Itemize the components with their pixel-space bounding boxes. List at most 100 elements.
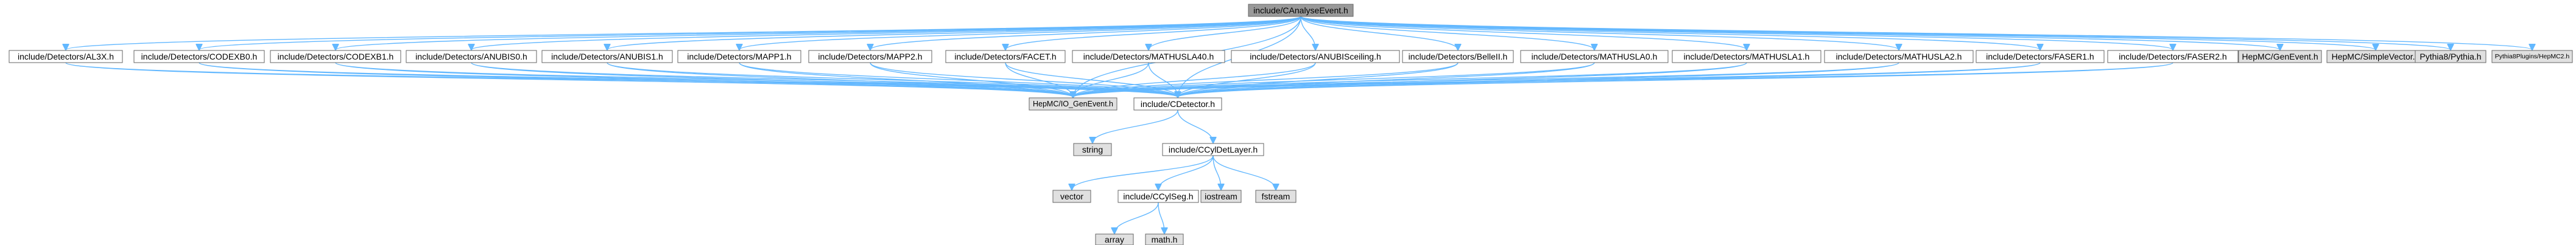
edge-mathusla1-to-hepmc_io: [1073, 62, 1747, 97]
edge-ccyldetlayer-to-fstream: [1212, 155, 1276, 190]
edge-layer: [66, 16, 2532, 233]
node-anubis1[interactable]: include/Detectors/ANUBIS1.h: [541, 50, 673, 63]
node-al3x[interactable]: include/Detectors/AL3X.h: [9, 50, 123, 63]
edge-mapp2-to-hepmc_io: [870, 62, 1073, 97]
node-ccylseg[interactable]: include/CCylSeg.h: [1117, 190, 1199, 203]
node-box-anubis1: [541, 50, 673, 63]
edge-root-to-faser2: [1300, 16, 2173, 50]
node-box-faser1: [1976, 50, 2105, 63]
node-label-pythia: Pythia8/Pythia.h: [2419, 52, 2481, 61]
node-label-anubisceiling: include/Detectors/ANUBISceiling.h: [1250, 52, 1381, 61]
node-label-facet: include/Detectors/FACET.h: [954, 52, 1056, 61]
node-label-ccyldetlayer: include/CCylDetLayer.h: [1169, 145, 1258, 154]
node-label-mathusla40: include/Detectors/MATHUSLA40.h: [1083, 52, 1214, 61]
node-hepmc_genevent: HepMC/GenEvent.h: [2238, 50, 2322, 63]
node-hepmc_simplevector: HepMC/SimpleVector.h: [2326, 50, 2425, 63]
node-box-mapp1: [677, 50, 801, 63]
edge-faser2-to-cdetector: [1178, 62, 2173, 97]
node-ccyldetlayer[interactable]: include/CCylDetLayer.h: [1162, 143, 1264, 156]
node-string: string: [1073, 143, 1112, 156]
node-box-belle2: [1402, 50, 1514, 63]
node-box-mathusla40: [1072, 50, 1225, 63]
node-box-anubisceiling: [1231, 50, 1400, 63]
node-mapp1[interactable]: include/Detectors/MAPP1.h: [677, 50, 801, 63]
node-mathusla2[interactable]: include/Detectors/MATHUSLA2.h: [1824, 50, 1974, 63]
node-box-pythia: [2415, 50, 2486, 63]
node-mathusla0[interactable]: include/Detectors/MATHUSLA0.h: [1520, 50, 1669, 63]
node-faser1[interactable]: include/Detectors/FASER1.h: [1976, 50, 2105, 63]
edge-codexb1-to-hepmc_io: [335, 62, 1073, 97]
node-anubisceiling[interactable]: include/Detectors/ANUBISceiling.h: [1231, 50, 1400, 63]
node-box-codexb1: [270, 50, 401, 63]
node-label-belle2: include/Detectors/BelleII.h: [1409, 52, 1508, 61]
edge-ccylseg-to-array: [1114, 202, 1159, 233]
edge-root-to-al3x: [66, 16, 1301, 50]
edge-anubis0-to-hepmc_io: [471, 62, 1073, 97]
node-label-fstream: fstream: [1262, 192, 1290, 201]
edge-mathusla0-to-cdetector: [1178, 62, 1595, 97]
node-fstream: fstream: [1255, 190, 1297, 203]
node-facet[interactable]: include/Detectors/FACET.h: [945, 50, 1066, 63]
node-label-string: string: [1082, 145, 1103, 154]
node-label-mapp2: include/Detectors/MAPP2.h: [818, 52, 922, 61]
edge-mathusla0-to-hepmc_io: [1073, 62, 1595, 97]
node-mapp2[interactable]: include/Detectors/MAPP2.h: [808, 50, 932, 63]
node-label-mathusla1: include/Detectors/MATHUSLA1.h: [1684, 52, 1810, 61]
edge-cdetector-to-ccyldetlayer: [1177, 109, 1213, 143]
node-box-faser2: [2107, 50, 2239, 63]
node-faser2[interactable]: include/Detectors/FASER2.h: [2107, 50, 2239, 63]
edge-ccylseg-to-mathh: [1158, 202, 1164, 233]
node-codexb0[interactable]: include/Detectors/CODEXB0.h: [133, 50, 265, 63]
node-cdetector[interactable]: include/CDetector.h: [1133, 97, 1222, 111]
edge-cdetector-to-string: [1093, 109, 1178, 143]
edge-anubis1-to-hepmc_io: [607, 62, 1073, 97]
edge-root-to-codexb1: [336, 16, 1301, 50]
node-mathusla40[interactable]: include/Detectors/MATHUSLA40.h: [1072, 50, 1225, 63]
node-belle2[interactable]: include/Detectors/BelleII.h: [1402, 50, 1514, 63]
edge-root-to-facet: [1005, 16, 1301, 50]
node-label-pythia_hepmc2: Pythia8Plugins/HepMC2.h: [2495, 53, 2570, 60]
node-label-mapp1: include/Detectors/MAPP1.h: [687, 52, 791, 61]
node-label-mathusla0: include/Detectors/MATHUSLA0.h: [1532, 52, 1658, 61]
edge-root-to-hepmc_simplevector: [1300, 16, 2376, 50]
node-anubis0[interactable]: include/Detectors/ANUBIS0.h: [406, 50, 537, 63]
edge-root-to-anubis0: [471, 16, 1301, 50]
edge-mathusla2-to-hepmc_io: [1073, 62, 1899, 97]
node-array: array: [1095, 233, 1134, 245]
node-label-anubis1: include/Detectors/ANUBIS1.h: [551, 52, 663, 61]
node-layer: include/CAnalyseEvent.h include/Detectors…: [9, 4, 2573, 245]
node-iostream: iostream: [1200, 190, 1242, 203]
node-root[interactable]: include/CAnalyseEvent.h: [1248, 4, 1354, 17]
node-codexb1[interactable]: include/Detectors/CODEXB1.h: [270, 50, 401, 63]
node-mathusla1[interactable]: include/Detectors/MATHUSLA1.h: [1672, 50, 1821, 63]
edge-ccyldetlayer-to-vector: [1072, 155, 1214, 190]
node-box-mapp2: [808, 50, 932, 63]
node-box-root: [1248, 4, 1354, 17]
node-box-facet: [945, 50, 1066, 63]
node-box-al3x: [9, 50, 123, 63]
node-box-mathusla0: [1520, 50, 1669, 63]
edge-root-to-faser1: [1300, 16, 2040, 50]
edge-root-to-mapp2: [870, 16, 1301, 50]
node-box-mathusla2: [1824, 50, 1974, 63]
node-box-hepmc_io: [1029, 97, 1117, 111]
node-label-hepmc_genevent: HepMC/GenEvent.h: [2242, 52, 2318, 61]
node-box-fstream: [1255, 190, 1297, 203]
node-box-mathusla1: [1672, 50, 1821, 63]
edge-anubisceiling-to-cdetector: [1178, 62, 1316, 97]
node-label-mathh: math.h: [1152, 235, 1178, 244]
edge-mapp2-to-cdetector: [870, 62, 1178, 97]
node-pythia_hepmc2: Pythia8Plugins/HepMC2.h: [2491, 50, 2573, 63]
edge-root-to-mapp1: [739, 16, 1301, 50]
node-box-ccyldetlayer: [1162, 143, 1264, 156]
edge-root-to-mathusla1: [1300, 16, 1747, 50]
edge-root-to-belle2: [1300, 16, 1458, 50]
node-box-cdetector: [1133, 97, 1222, 111]
node-label-al3x: include/Detectors/AL3X.h: [18, 52, 114, 61]
edge-mapp1-to-hepmc_io: [739, 62, 1073, 97]
edge-mapp1-to-cdetector: [739, 62, 1178, 97]
node-label-vector: vector: [1060, 192, 1083, 201]
node-label-faser2: include/Detectors/FASER2.h: [2119, 52, 2226, 61]
edge-mathusla1-to-cdetector: [1178, 62, 1747, 97]
